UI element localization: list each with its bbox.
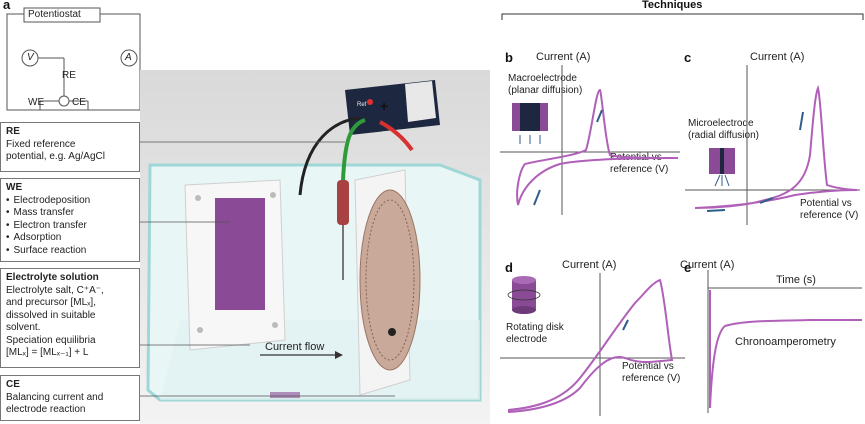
panel-c-cv-plot	[685, 65, 860, 225]
electrolyte-box: Electrolyte solution Electrolyte salt, C…	[0, 268, 140, 368]
electrochemical-cell-illustration	[140, 70, 490, 424]
panel-b-cv-plot	[500, 65, 680, 215]
techniques-title: Techniques	[642, 0, 703, 11]
panel-b-letter: b	[505, 50, 513, 65]
panel-d-rde-plot	[500, 273, 685, 416]
we-box-item: Electron transfer	[6, 220, 134, 233]
voltmeter-label: V	[27, 52, 34, 63]
electrolyte-box-line: and precursor [MLₓ],	[6, 297, 96, 308]
panel-b-ylabel: Current (A)	[536, 51, 591, 63]
rotating-disk-electrode-icon	[507, 276, 541, 314]
panel-d-electrode-label: Rotating disk electrode	[506, 322, 564, 345]
we-box-title: WE	[6, 182, 23, 193]
panel-c-electrode-label: Microelectrode (radial diffusion)	[688, 118, 759, 141]
device-ref-label: Ref	[357, 102, 367, 108]
we-box-item: Surface reaction	[6, 245, 134, 258]
panel-a-letter: a	[3, 0, 11, 12]
potentiostat-label: Potentiostat	[28, 9, 81, 20]
ce-box: CE Balancing current and electrode react…	[0, 375, 140, 421]
we-box-item: Mass transfer	[6, 207, 134, 220]
panel-d-ylabel: Current (A)	[562, 259, 617, 271]
panel-c-letter: c	[684, 50, 692, 65]
panel-d-rde-curve	[507, 278, 674, 413]
device-plus-label: +	[380, 98, 389, 114]
electrolyte-box-line: Speciation equilibria	[6, 334, 96, 346]
electrolyte-box-title: Electrolyte solution	[6, 272, 99, 283]
ammeter-label: A	[125, 52, 132, 63]
electrolyte-box-line: dissolved in suitable	[6, 309, 96, 321]
panel-e-letter: e	[684, 260, 692, 275]
panel-e-ca-curve	[709, 290, 862, 409]
panel-b-cv-curve	[516, 88, 679, 206]
re-label: RE	[62, 70, 76, 81]
ce-box-title: CE	[6, 379, 20, 390]
electrolyte-box-line: solvent.	[6, 322, 41, 333]
panel-e-ylabel: Current (A)	[680, 259, 735, 271]
re-box: RE Fixed reference potential, e.g. Ag/Ag…	[0, 122, 140, 172]
we-box-item: Electrodeposition	[6, 195, 134, 208]
panel-e-caption: Chronoamperometry	[735, 336, 836, 348]
ce-box-line: Balancing current and	[6, 391, 104, 403]
we-box-item: Adsorption	[6, 232, 134, 245]
panel-e-ca-plot	[707, 270, 862, 413]
current-flow-label: Current flow	[265, 341, 325, 353]
ce-label: CE	[72, 97, 86, 108]
panel-b-electrode-label: Macroelectrode (planar diffusion)	[508, 73, 583, 96]
panel-d-xlabel: Potential vs reference (V)	[622, 361, 681, 384]
re-box-line: Fixed reference	[6, 138, 76, 150]
panel-c-ylabel: Current (A)	[750, 51, 805, 63]
ce-box-line: electrode reaction	[6, 404, 86, 415]
we-label: WE	[28, 97, 45, 108]
techniques-bracket	[501, 13, 864, 20]
we-box: WE Electrodeposition Mass transfer Elect…	[0, 178, 140, 262]
circuit-schematic	[6, 7, 141, 111]
panel-e-xlabel: Time (s)	[776, 274, 816, 286]
re-box-title: RE	[6, 126, 20, 137]
electrolyte-box-line: [MLₓ] = [MLₓ₋₁] + L	[6, 347, 89, 358]
panel-d-letter: d	[505, 260, 513, 275]
re-box-line: potential, e.g. Ag/AgCl	[6, 151, 105, 162]
electrolyte-box-line: Electrolyte salt, C⁺A⁻,	[6, 284, 104, 296]
panel-c-xlabel: Potential vs reference (V)	[800, 198, 859, 221]
